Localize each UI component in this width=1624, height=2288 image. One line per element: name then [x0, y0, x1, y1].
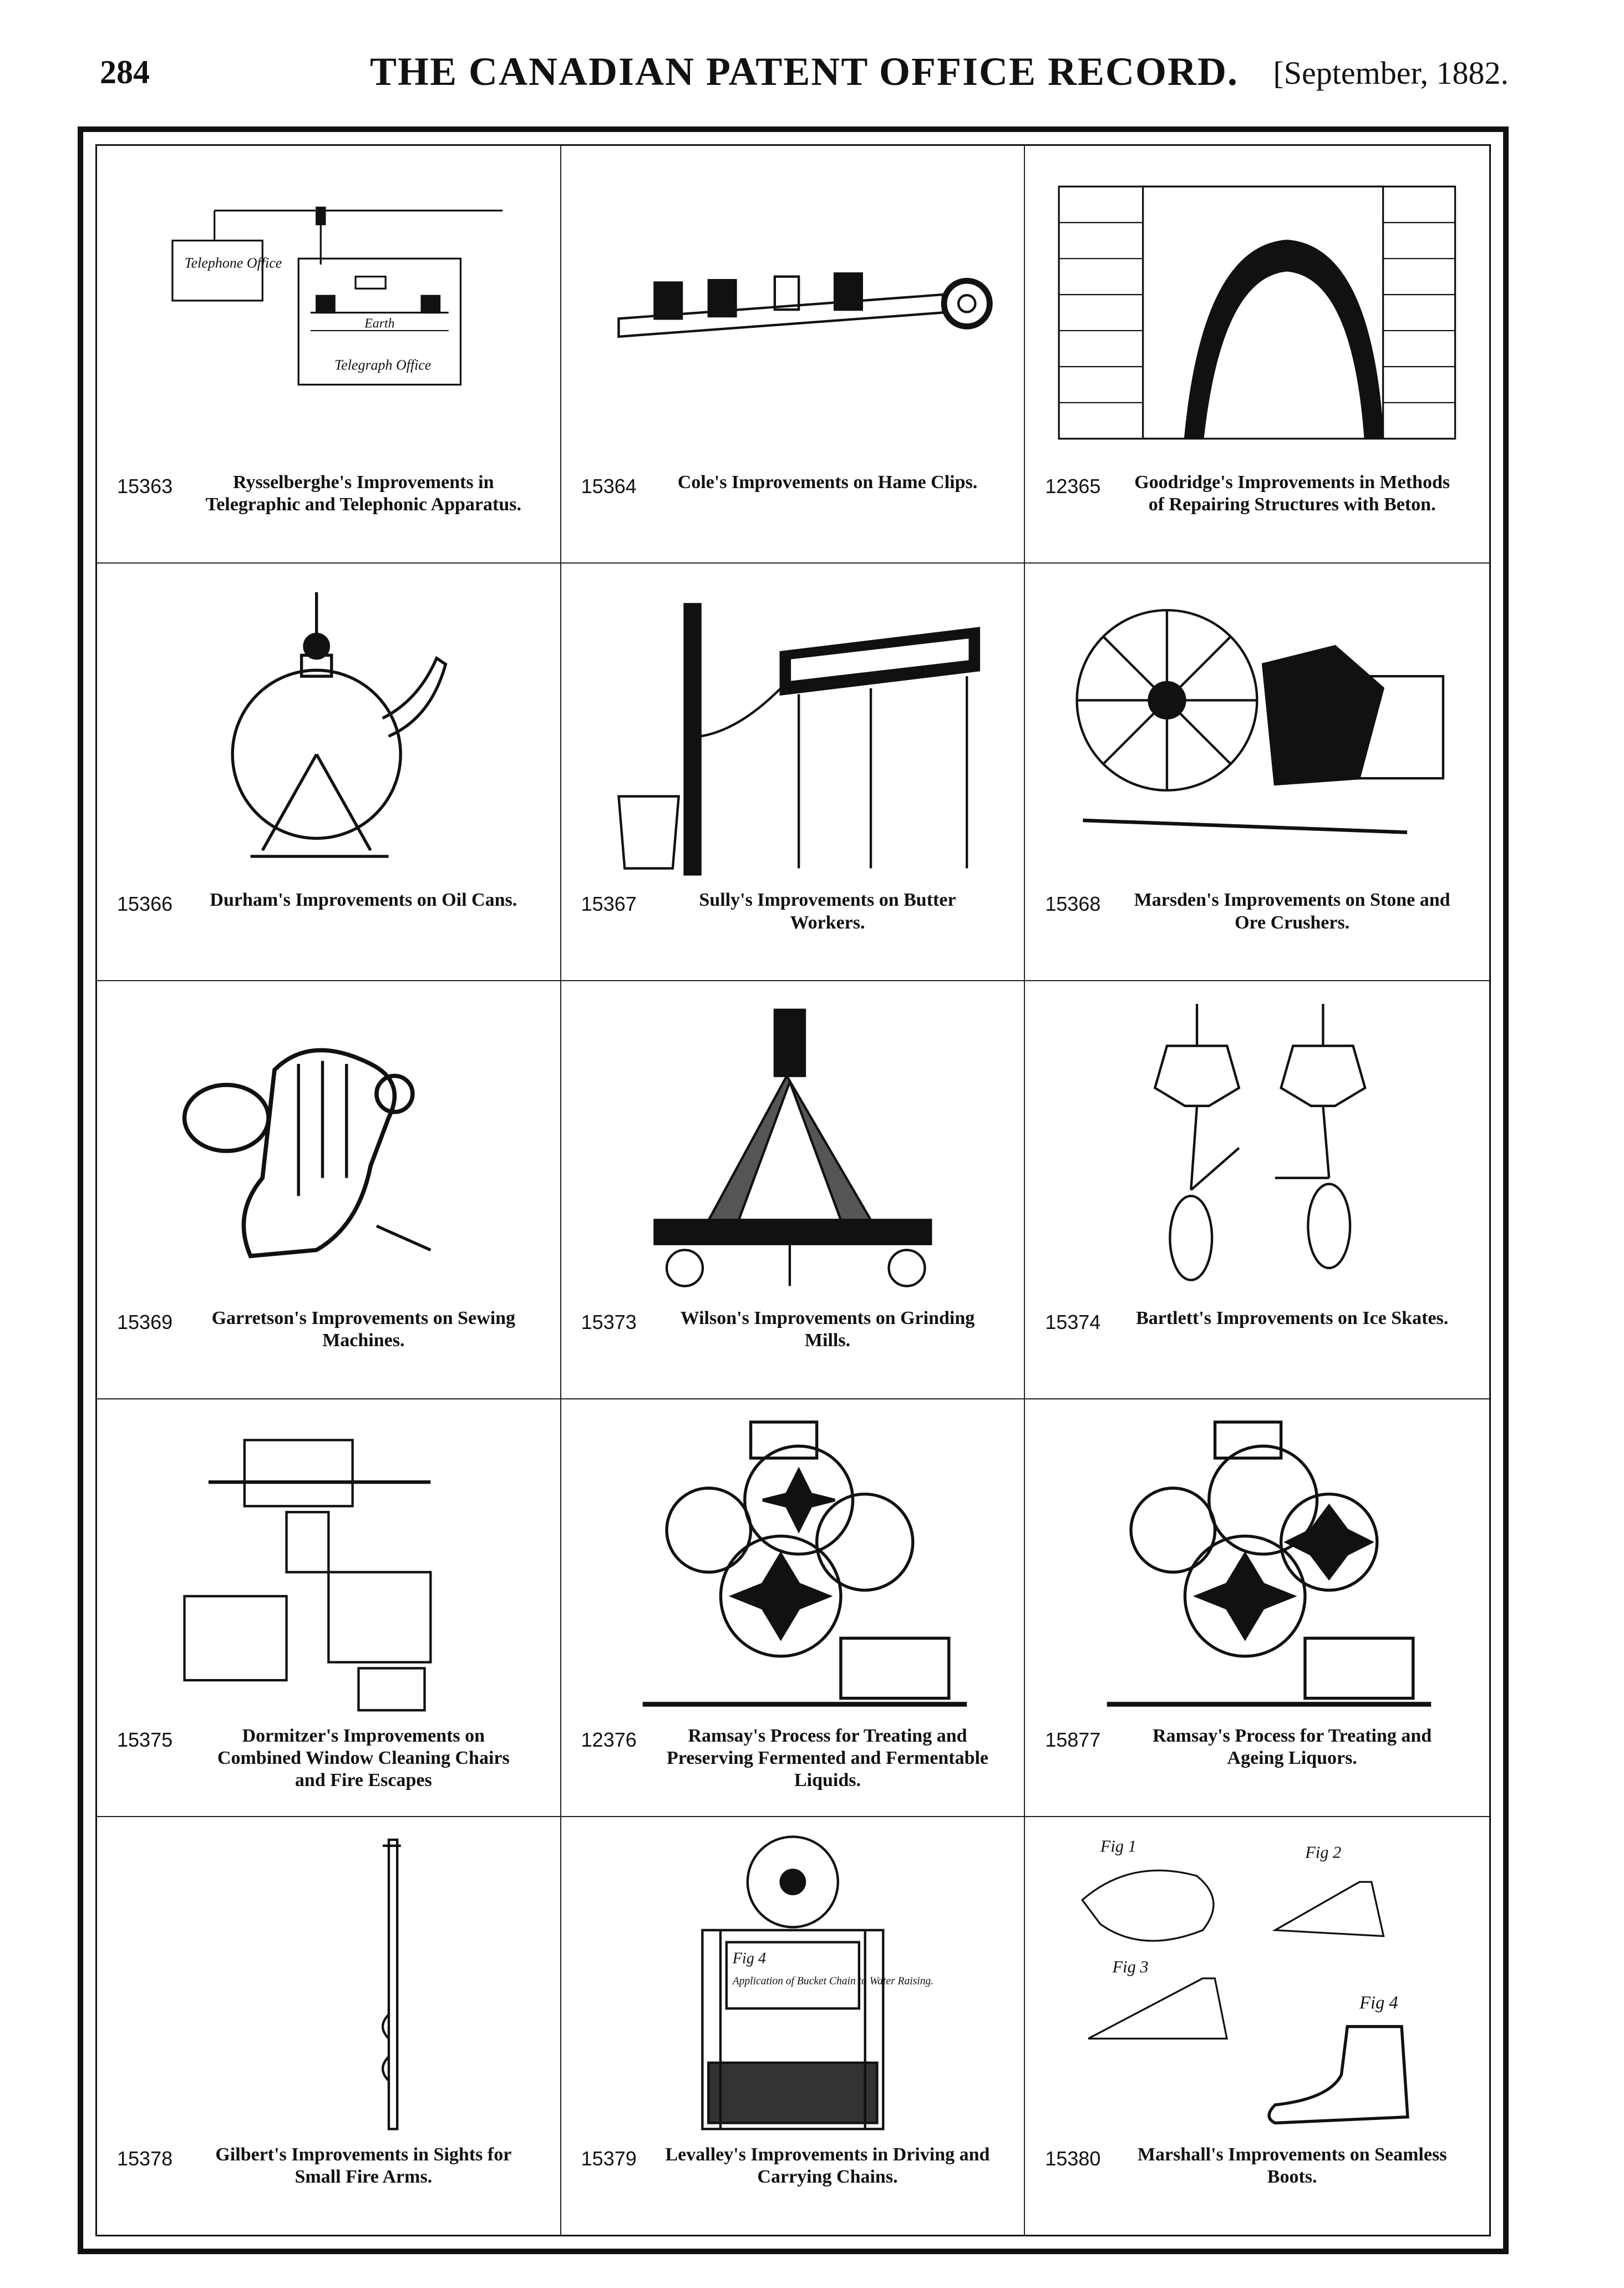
patent-title: Garretson's Improvements on Sewing Machi… — [211, 1307, 516, 1351]
patent-number: 15368 — [1045, 892, 1101, 916]
patent-number: 15369 — [117, 1310, 173, 1333]
patent-title: Ramsay's Process for Treating and Ageing… — [1153, 1725, 1432, 1768]
bucket-chain-figure: Fig 4 Application of Bucket Chain to Wat… — [701, 1835, 933, 2130]
patent-title: Goodridge's Improvements in Methods of R… — [1134, 472, 1450, 515]
telephone-office-label: Telephone Office — [185, 255, 282, 271]
fig-4-label: Fig 4 — [1359, 1993, 1398, 2013]
patent-caption: 15364 Cole's Improvements on Hame Clips. — [581, 471, 1008, 549]
patent-title: Marsden's Improvements on Stone and Ore … — [1134, 890, 1450, 933]
telegraph-apparatus-figure: Telephone Office Earth Telegraph Office — [171, 206, 503, 386]
patent-cell: 15369 Garretson's Improvements on Sewing… — [97, 981, 561, 1399]
patent-caption: 15375 Dormitzer's Improvements on Combin… — [117, 1725, 544, 1803]
grinding-mill-figure — [653, 1008, 932, 1288]
patent-cell: 15367 Sully's Improvements on Butter Wor… — [561, 564, 1026, 982]
beton-arch-figure — [1058, 185, 1456, 440]
firearm-sight-figure — [381, 1838, 401, 2130]
patent-number: 15373 — [581, 1310, 637, 1333]
patent-cell: 15364 Cole's Improvements on Hame Clips. — [561, 146, 1026, 564]
liquor-ageing-apparatus-figure — [1107, 1420, 1432, 1707]
issue-date: [September, 1882. — [1273, 55, 1509, 91]
patent-grid: Telephone Office Earth Telegraph Office … — [95, 144, 1491, 2236]
seamless-boot-figure: Fig 1 Fig 2 Fig 3 Fig 4 — [1081, 1837, 1410, 2125]
patent-title: Marshall's Improvements on Seamless Boot… — [1137, 2144, 1447, 2188]
patent-title: Durham's Improvements on Oil Cans. — [210, 890, 517, 911]
patent-title: Cole's Improvements on Hame Clips. — [677, 472, 978, 493]
window-cleaning-chair-figure — [183, 1438, 432, 1712]
patent-caption: 15369 Garretson's Improvements on Sewing… — [117, 1307, 544, 1385]
patent-number: 15367 — [581, 892, 637, 916]
fig-1-label: Fig 1 — [1100, 1837, 1136, 1855]
patent-caption: 12365 Goodridge's Improvements in Method… — [1045, 471, 1473, 549]
patent-number: 15379 — [581, 2147, 637, 2170]
patent-number: 15366 — [117, 892, 173, 916]
patent-cell: 15374 Bartlett's Improvements on Ice Ska… — [1025, 981, 1489, 1399]
patent-title: Gilbert's Improvements in Sights for Sma… — [215, 2144, 512, 2188]
patent-caption: 15374 Bartlett's Improvements on Ice Ska… — [1045, 1307, 1473, 1385]
patent-cell: Telephone Office Earth Telegraph Office … — [97, 146, 561, 564]
patent-caption: 15368 Marsden's Improvements on Stone an… — [1045, 889, 1473, 967]
patent-number: 15374 — [1045, 1310, 1101, 1333]
patent-cell: 12376 Ramsay's Process for Treating and … — [561, 1399, 1026, 1817]
patent-title: Dormitzer's Improvements on Combined Win… — [217, 1725, 510, 1791]
page-header: 284 THE CANADIAN PATENT OFFICE RECORD. [… — [100, 49, 1509, 104]
butter-worker-figure — [617, 603, 980, 876]
patent-caption: 15363 Rysselberghe's Improvements in Tel… — [117, 471, 544, 549]
fig-4-label: Fig 4 — [732, 1950, 765, 1967]
patent-cell: Fig 4 Application of Bucket Chain to Wat… — [561, 1817, 1026, 2235]
patent-cell: Fig 1 Fig 2 Fig 3 Fig 4 15380 Marshall's… — [1025, 1817, 1489, 2235]
patent-cell: 12365 Goodridge's Improvements in Method… — [1025, 146, 1489, 564]
patent-cell: 15375 Dormitzer's Improvements on Combin… — [97, 1399, 561, 1817]
patent-caption: 15378 Gilbert's Improvements in Sights f… — [117, 2144, 544, 2221]
patent-number: 15375 — [117, 1728, 173, 1751]
patent-number: 12376 — [581, 1728, 637, 1751]
patent-number: 15363 — [117, 475, 173, 498]
fig-2-label: Fig 2 — [1305, 1843, 1342, 1861]
patent-caption: 15367 Sully's Improvements on Butter Wor… — [581, 889, 1008, 967]
oil-can-figure — [231, 592, 448, 858]
bucket-chain-caption-label: Application of Bucket Chain to Water Rai… — [731, 1975, 933, 1987]
patent-number: 12365 — [1045, 475, 1101, 498]
patent-caption: 15366 Durham's Improvements on Oil Cans. — [117, 889, 544, 967]
hame-clip-figure — [617, 272, 993, 338]
patent-caption: 15877 Ramsay's Process for Treating and … — [1045, 1725, 1473, 1803]
patent-title: Wilson's Improvements on Grinding Mills. — [680, 1307, 975, 1351]
publication-title: THE CANADIAN PATENT OFFICE RECORD. — [369, 49, 1239, 94]
stone-crusher-figure — [1075, 609, 1445, 835]
patent-title: Rysselberghe's Improvements in Telegraph… — [205, 472, 521, 515]
telegraph-office-label: Telegraph Office — [334, 357, 431, 373]
patent-number: 15380 — [1045, 2147, 1101, 2170]
patent-title: Levalley's Improvements in Driving and C… — [665, 2144, 990, 2188]
patent-number: 15877 — [1045, 1728, 1101, 1751]
patent-caption: 12376 Ramsay's Process for Treating and … — [581, 1725, 1008, 1803]
patent-cell: 15378 Gilbert's Improvements in Sights f… — [97, 1817, 561, 2235]
page-number: 284 — [100, 54, 150, 90]
earth-label: Earth — [364, 317, 394, 331]
patent-title: Ramsay's Process for Treating and Preser… — [666, 1725, 989, 1791]
patent-cell: 15366 Durham's Improvements on Oil Cans. — [97, 564, 561, 982]
patent-number: 15364 — [581, 475, 637, 498]
ice-skate-figure — [1154, 1004, 1367, 1282]
sewing-machine-part-figure — [182, 1048, 432, 1259]
patent-caption: 15379 Levalley's Improvements in Driving… — [581, 2144, 1008, 2221]
patent-cell: 15877 Ramsay's Process for Treating and … — [1025, 1399, 1489, 1817]
fig-3-label: Fig 3 — [1112, 1957, 1149, 1976]
patent-caption: 15373 Wilson's Improvements on Grinding … — [581, 1307, 1008, 1385]
patent-title: Sully's Improvements on Butter Workers. — [699, 890, 956, 933]
patent-cell: 15368 Marsden's Improvements on Stone an… — [1025, 564, 1489, 982]
patent-caption: 15380 Marshall's Improvements on Seamles… — [1045, 2144, 1473, 2221]
patent-number: 15378 — [117, 2147, 173, 2170]
liquid-treatment-apparatus-figure — [642, 1420, 967, 1707]
patent-cell: 15373 Wilson's Improvements on Grinding … — [561, 981, 1026, 1399]
patent-title: Bartlett's Improvements on Ice Skates. — [1136, 1307, 1449, 1328]
plate-frame: Telephone Office Earth Telegraph Office … — [78, 126, 1509, 2254]
